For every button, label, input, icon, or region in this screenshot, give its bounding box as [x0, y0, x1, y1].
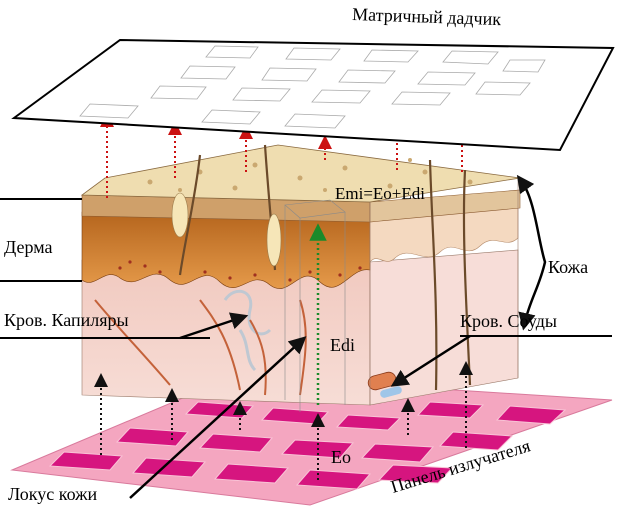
vessels-label: Кров. Соуды	[460, 311, 557, 331]
capillary-dots	[118, 260, 362, 282]
surface-pores	[147, 158, 473, 192]
locus-column	[284, 199, 346, 412]
eo-label: Eo	[331, 447, 351, 467]
sensor-grid-icon	[79, 45, 546, 129]
dermis-label: Дерма	[4, 237, 52, 257]
edi-label: Edi	[330, 335, 355, 355]
capillary-loops	[223, 289, 272, 372]
matrix-sensor	[11, 38, 615, 152]
skin-block	[80, 144, 521, 412]
blood-vessels	[94, 299, 307, 396]
emitter-arrows	[94, 361, 473, 480]
sensor-label: Матричный дадчик	[352, 4, 502, 29]
pointer-arrows	[129, 312, 471, 499]
follicles	[171, 192, 282, 267]
locus-label: Локус кожи	[8, 484, 98, 504]
skin-bracket	[516, 174, 547, 331]
skin-label: Кожа	[548, 257, 588, 277]
equation-label: Emi=Eo+Edi	[335, 184, 425, 203]
left-bracket-lines	[0, 198, 210, 339]
capillaries-label: Кров. Капиляры	[4, 310, 129, 330]
